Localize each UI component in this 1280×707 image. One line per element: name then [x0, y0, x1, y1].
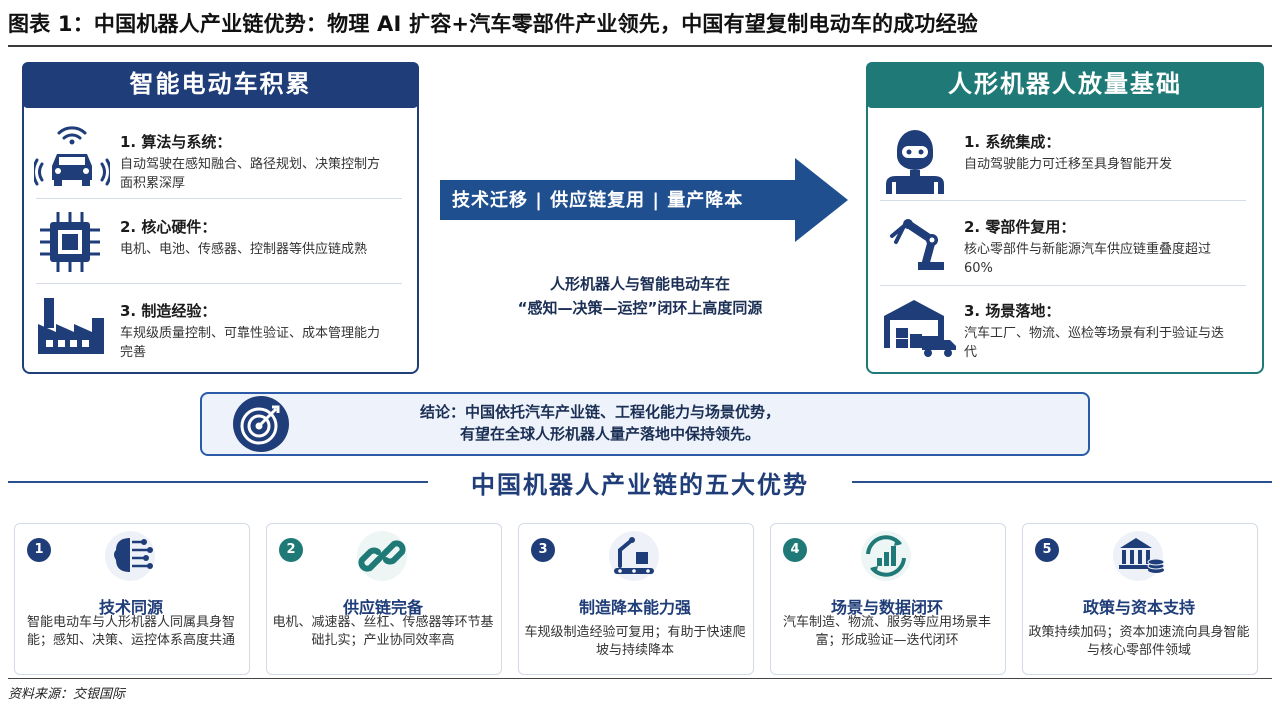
section-title: 中国机器人产业链的五大优势	[471, 471, 809, 499]
card-2-title: 供应链完备	[342, 598, 423, 617]
card-2-number-badge: 2	[279, 538, 303, 562]
right-item-3-title: 3. 场景落地：	[964, 302, 1061, 320]
center-note-line-2: “感知—决策—运控”闭环上高度同源	[517, 299, 763, 317]
conclusion-box	[200, 392, 1090, 456]
card-5-number-badge: 5	[1035, 538, 1059, 562]
card-3-title: 制造降本能力强	[578, 598, 691, 617]
right-separator	[880, 200, 1246, 201]
card-4-number-badge: 4	[783, 538, 807, 562]
data-cycle-icon	[860, 530, 916, 586]
warehouse-icon	[882, 296, 958, 362]
target-icon	[232, 395, 290, 457]
factory-icon	[36, 294, 106, 360]
right-separator	[880, 285, 1246, 286]
left-item-1-title: 1. 算法与系统：	[120, 133, 232, 151]
chain-link-icon	[356, 530, 412, 586]
card-2-desc: 电机、减速器、丝杠、传感器等环节基础扎实；产业协同效率高	[272, 615, 494, 648]
card-1-desc: 智能电动车与人形机器人同属具身智能；感知、决策、运控体系高度共通	[26, 615, 235, 648]
right-item-1-title: 1. 系统集成：	[964, 133, 1061, 151]
bottom-rule	[8, 678, 1272, 679]
section-divider-right	[852, 481, 1272, 483]
robot-icon	[880, 122, 950, 198]
section-divider-left	[8, 481, 428, 483]
right-item-1-desc: 自动驾驶能力可迁移至具身智能开发	[964, 157, 1173, 172]
card-1-title: 技术同源	[98, 598, 163, 617]
left-panel	[22, 62, 419, 374]
title-rule	[8, 45, 1272, 47]
left-item-1-desc: 自动驾驶在感知融合、路径规划、决策控制方面积累深厚	[120, 157, 381, 191]
right-panel-header: 人形机器人放量基础	[866, 62, 1264, 108]
figure-title: 图表 1：中国机器人产业链优势：物理 AI 扩容+汽车零部件产业领先，中国有望复…	[8, 12, 979, 36]
left-item-3-title: 3. 制造经验：	[120, 302, 217, 320]
card-4-desc: 汽车制造、物流、服务等应用场景丰富；形成验证—迭代闭环	[782, 615, 991, 648]
conclusion-text: 结论：中国依托汽车产业链、工程化能力与场景优势， 有望在全球人形机器人量产落地中…	[420, 401, 940, 445]
brain-circuit-icon	[104, 530, 160, 586]
connected-car-icon	[32, 126, 112, 194]
conclusion-line-1: 结论：中国依托汽车产业链、工程化能力与场景优势，	[420, 403, 781, 421]
card-5-desc: 政策持续加码；资本加速流向具身智能与核心零部件领域	[1028, 625, 1250, 658]
bank-coins-icon	[1112, 530, 1168, 586]
card-3-desc: 车规级制造经验可复用；有助于快速爬坡与持续降本	[524, 625, 746, 658]
robot-arm-icon	[884, 210, 950, 276]
arrow-label: 技术迁移 | 供应链复用 | 量产降本	[452, 190, 744, 211]
transfer-arrow	[440, 158, 850, 246]
card-5-title: 政策与资本支持	[1082, 598, 1195, 617]
left-item-2-title: 2. 核心硬件：	[120, 218, 217, 236]
right-item-3-desc: 汽车工厂、物流、巡检等场景有利于验证与迭代	[964, 326, 1225, 360]
left-separator	[36, 283, 402, 284]
center-note-line-1: 人形机器人与智能电动车在	[549, 275, 730, 293]
source-note: 资料来源：交银国际	[8, 687, 126, 702]
right-item-2-title: 2. 零部件复用：	[964, 218, 1076, 236]
card-4-title: 场景与数据闭环	[830, 598, 943, 617]
conclusion-line-2: 有望在全球人形机器人量产落地中保持领先。	[460, 425, 761, 443]
assembly-line-icon	[608, 530, 664, 586]
card-1-number-badge: 1	[27, 538, 51, 562]
chip-icon	[38, 210, 102, 278]
card-3-number-badge: 3	[531, 538, 555, 562]
left-item-3-desc: 车规级质量控制、可靠性验证、成本管理能力完善	[120, 326, 381, 360]
left-separator	[36, 198, 402, 199]
center-note: 人形机器人与智能电动车在 “感知—决策—运控”闭环上高度同源	[450, 272, 830, 320]
left-panel-header: 智能电动车积累	[22, 62, 419, 108]
left-item-2-desc: 电机、电池、传感器、控制器等供应链成熟	[120, 242, 368, 257]
right-item-2-desc: 核心零部件与新能源汽车供应链重叠度超过60%	[964, 242, 1212, 276]
